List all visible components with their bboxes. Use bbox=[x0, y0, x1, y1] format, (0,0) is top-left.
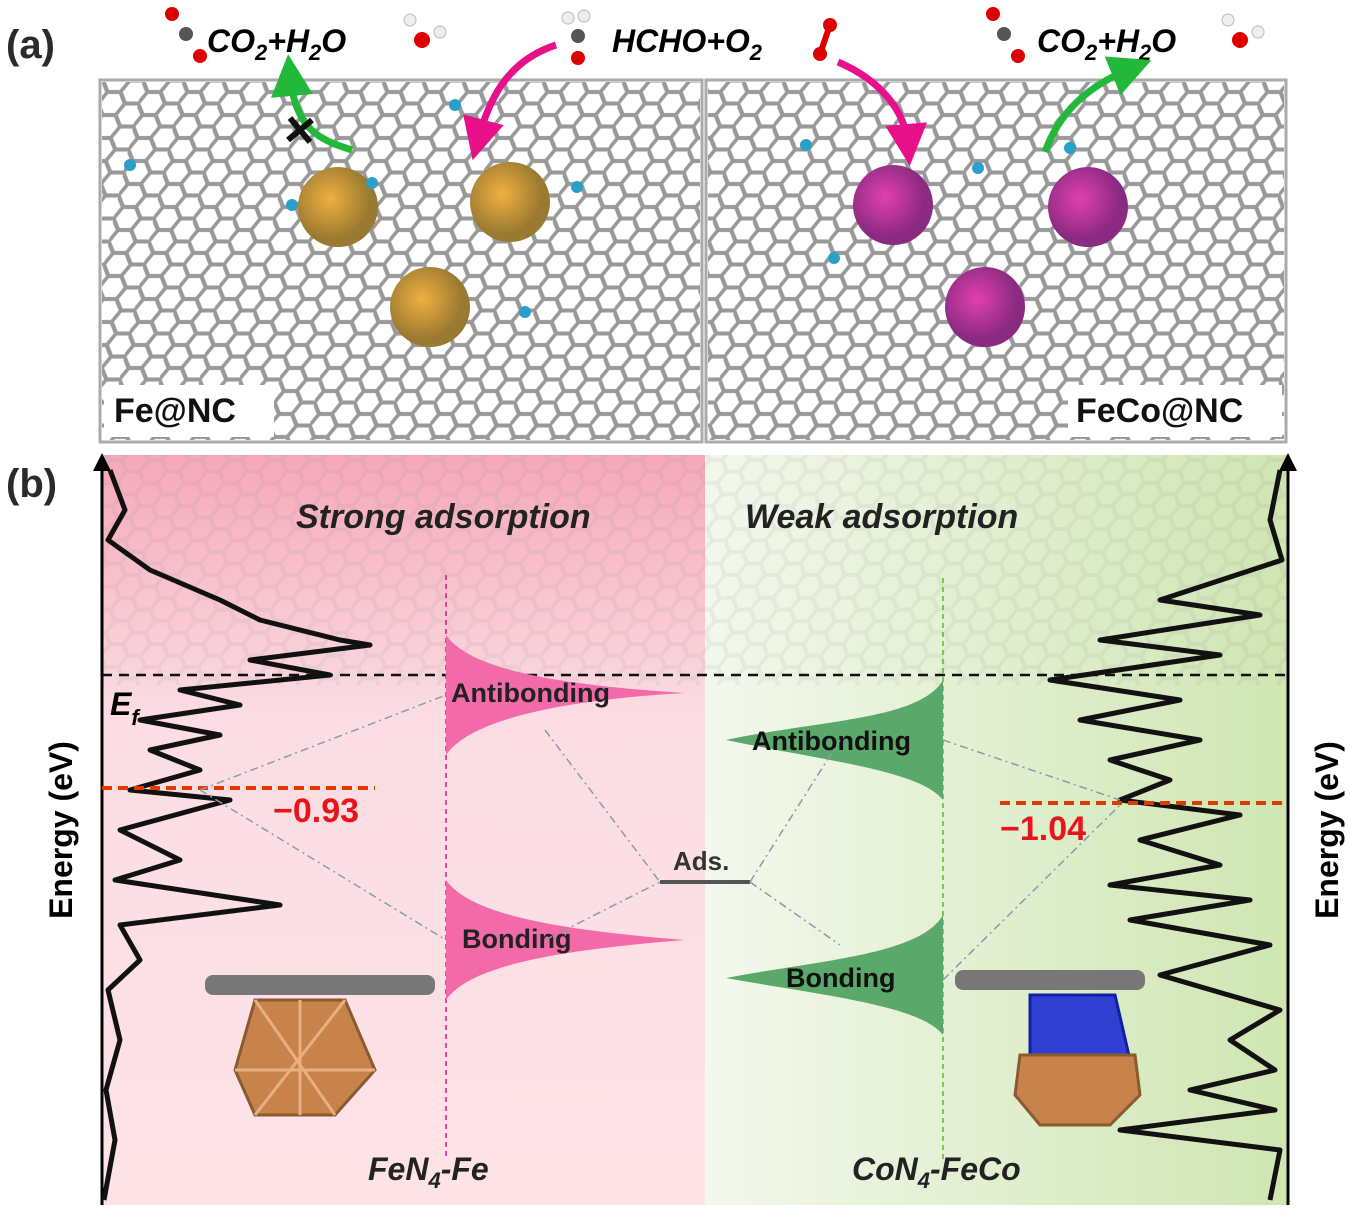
feco-dos-curve bbox=[1047, 469, 1285, 1201]
reactant-arrow-right bbox=[836, 58, 928, 166]
adsorbate-label: Ads. bbox=[673, 846, 729, 876]
right-y-axis-label: Energy (eV) bbox=[1309, 741, 1345, 919]
right-product-formula: CO2+H2O bbox=[1037, 23, 1176, 65]
feco-nc-panel: FeCo@NC bbox=[704, 78, 1288, 444]
fe-dos-curve bbox=[101, 469, 373, 1201]
feco-nanoparticle bbox=[853, 165, 933, 245]
fe-nanoparticle bbox=[298, 167, 378, 247]
orbital-correlation-lines bbox=[199, 694, 1121, 981]
blocked-cross-icon bbox=[286, 116, 314, 144]
feco-antibonding-peak bbox=[726, 680, 943, 800]
con4-feco-label: CoN4-FeCo bbox=[852, 1151, 1021, 1193]
fermi-level-label: Ef bbox=[110, 686, 141, 730]
fe-antibonding-label: Antibonding bbox=[451, 678, 610, 708]
fe-nc-label: Fe@NC bbox=[114, 392, 236, 430]
left-product-formula: CO2+H2O bbox=[207, 23, 346, 65]
feco-nanoparticle bbox=[945, 267, 1025, 347]
h2o-molecule-icon bbox=[403, 13, 447, 48]
co2-molecule-icon bbox=[986, 7, 1025, 63]
feco-antibonding-label: Antibonding bbox=[752, 726, 911, 756]
fe-nc-panel: Fe@NC bbox=[98, 78, 704, 444]
reactant-formula: HCHO+O2 bbox=[612, 23, 763, 65]
feco-dband-center-value: −1.04 bbox=[1000, 810, 1086, 848]
feco-nanoparticle bbox=[1048, 167, 1128, 247]
fe-bonding-peak bbox=[446, 880, 685, 1000]
h2o-molecule-icon bbox=[1221, 13, 1265, 48]
fen4-fe-label: FeN4-Fe bbox=[368, 1151, 489, 1193]
fe-antibonding-peak bbox=[446, 635, 685, 755]
o2-molecule-icon bbox=[813, 18, 837, 61]
con4-feco-structure-icon bbox=[955, 970, 1145, 1127]
fe-nanoparticle bbox=[390, 267, 470, 347]
feco-bonding-label: Bonding bbox=[786, 963, 895, 993]
fe-bonding-label: Bonding bbox=[462, 924, 571, 954]
fen4-fe-structure-icon bbox=[205, 975, 435, 1117]
fe-nanoparticle bbox=[470, 162, 550, 242]
left-y-axis-label: Energy (eV) bbox=[43, 741, 79, 919]
blocked-desorption-arrow bbox=[270, 54, 354, 154]
reactant-arrow-left bbox=[463, 41, 558, 161]
panel-b-label: (b) bbox=[6, 462, 57, 506]
panel-a-label: (a) bbox=[6, 23, 55, 67]
feco-bonding-peak bbox=[726, 915, 943, 1035]
feco-nc-label: FeCo@NC bbox=[1076, 392, 1243, 430]
fe-dband-center-value: −0.93 bbox=[273, 792, 359, 830]
hcho-molecule-icon bbox=[561, 9, 591, 65]
desorption-arrow bbox=[1041, 56, 1152, 154]
strong-adsorption-title: Strong adsorption bbox=[296, 498, 591, 536]
co2-molecule-icon bbox=[165, 7, 207, 63]
weak-adsorption-title: Weak adsorption bbox=[745, 498, 1018, 536]
